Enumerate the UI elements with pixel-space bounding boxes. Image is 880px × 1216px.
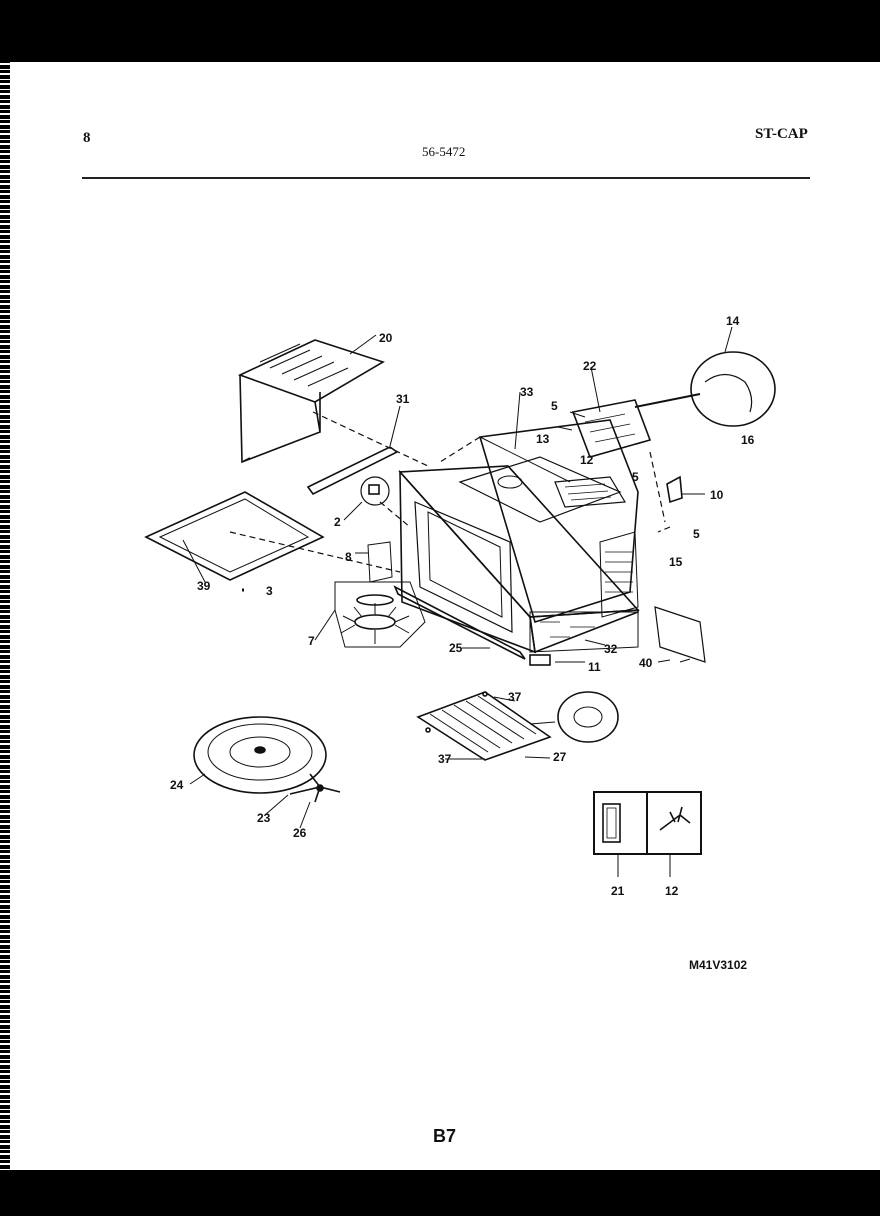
callout-20: 20 [379,331,393,345]
callout-5-top: 5 [551,399,558,413]
part-turntable [193,716,327,794]
exploded-parts-diagram: 20 31 33 22 14 5 13 12 5 16 10 5 2 15 8 … [144,314,776,898]
callout-26: 26 [293,826,307,840]
part-roller [264,773,341,829]
callout-31: 31 [396,392,410,406]
callout-24: 24 [170,778,184,792]
callout-14: 14 [726,314,740,328]
callout-labels: 20 31 33 22 14 5 13 12 5 16 10 5 2 15 8 … [170,314,755,898]
callout-10: 10 [710,488,724,502]
callout-23: 23 [257,811,271,825]
header-rule [82,177,810,179]
callout-27: 27 [553,750,567,764]
callout-2: 2 [334,515,341,529]
callout-37-top: 37 [508,690,522,704]
callout-37-bottom: 37 [438,752,452,766]
part-fan-housing [554,476,627,508]
callout-7: 7 [308,634,315,648]
part-rail [306,405,401,496]
callout-8: 8 [345,550,352,564]
model-code: ST-CAP [755,126,808,142]
callout-13: 13 [536,432,550,446]
callout-12-box: 12 [665,884,679,898]
scanned-left-edge [0,60,10,1170]
assembly-lines [229,411,671,573]
parts-sheet: 8 56-5472 ST-CAP [10,62,880,1170]
part-stirrer [314,541,426,648]
callout-3: 3 [266,584,273,598]
page-number: 8 [83,130,91,146]
part-cabinet [398,391,640,654]
part-detail-box [593,791,702,877]
part-top-panel [237,334,385,464]
document-number: 56-5472 [422,144,466,159]
part-bracket [343,476,390,521]
part-detail-circle [690,326,776,427]
callout-15: 15 [669,555,683,569]
callout-25: 25 [449,641,463,655]
callout-22: 22 [583,359,597,373]
callout-5-side: 5 [693,527,700,541]
page-reference: B7 [433,1126,457,1146]
callout-12-panel: 12 [580,453,594,467]
callout-40: 40 [639,656,653,670]
part-base [529,611,639,653]
part-11 [529,654,585,666]
callout-21: 21 [611,884,625,898]
diagram-code: M41V3102 [689,958,748,972]
part-10 [666,475,705,504]
callout-5-mid: 5 [632,470,639,484]
callout-39: 39 [197,579,211,593]
callout-11: 11 [588,660,601,674]
callout-16: 16 [741,433,755,447]
callout-33: 33 [520,385,534,399]
part-side-panel [654,606,706,663]
callout-32: 32 [604,642,618,656]
part-grille [416,691,619,761]
part-bottom-rail [393,585,526,660]
part-control-panel [557,366,701,458]
part-bottom-frame [144,491,325,592]
